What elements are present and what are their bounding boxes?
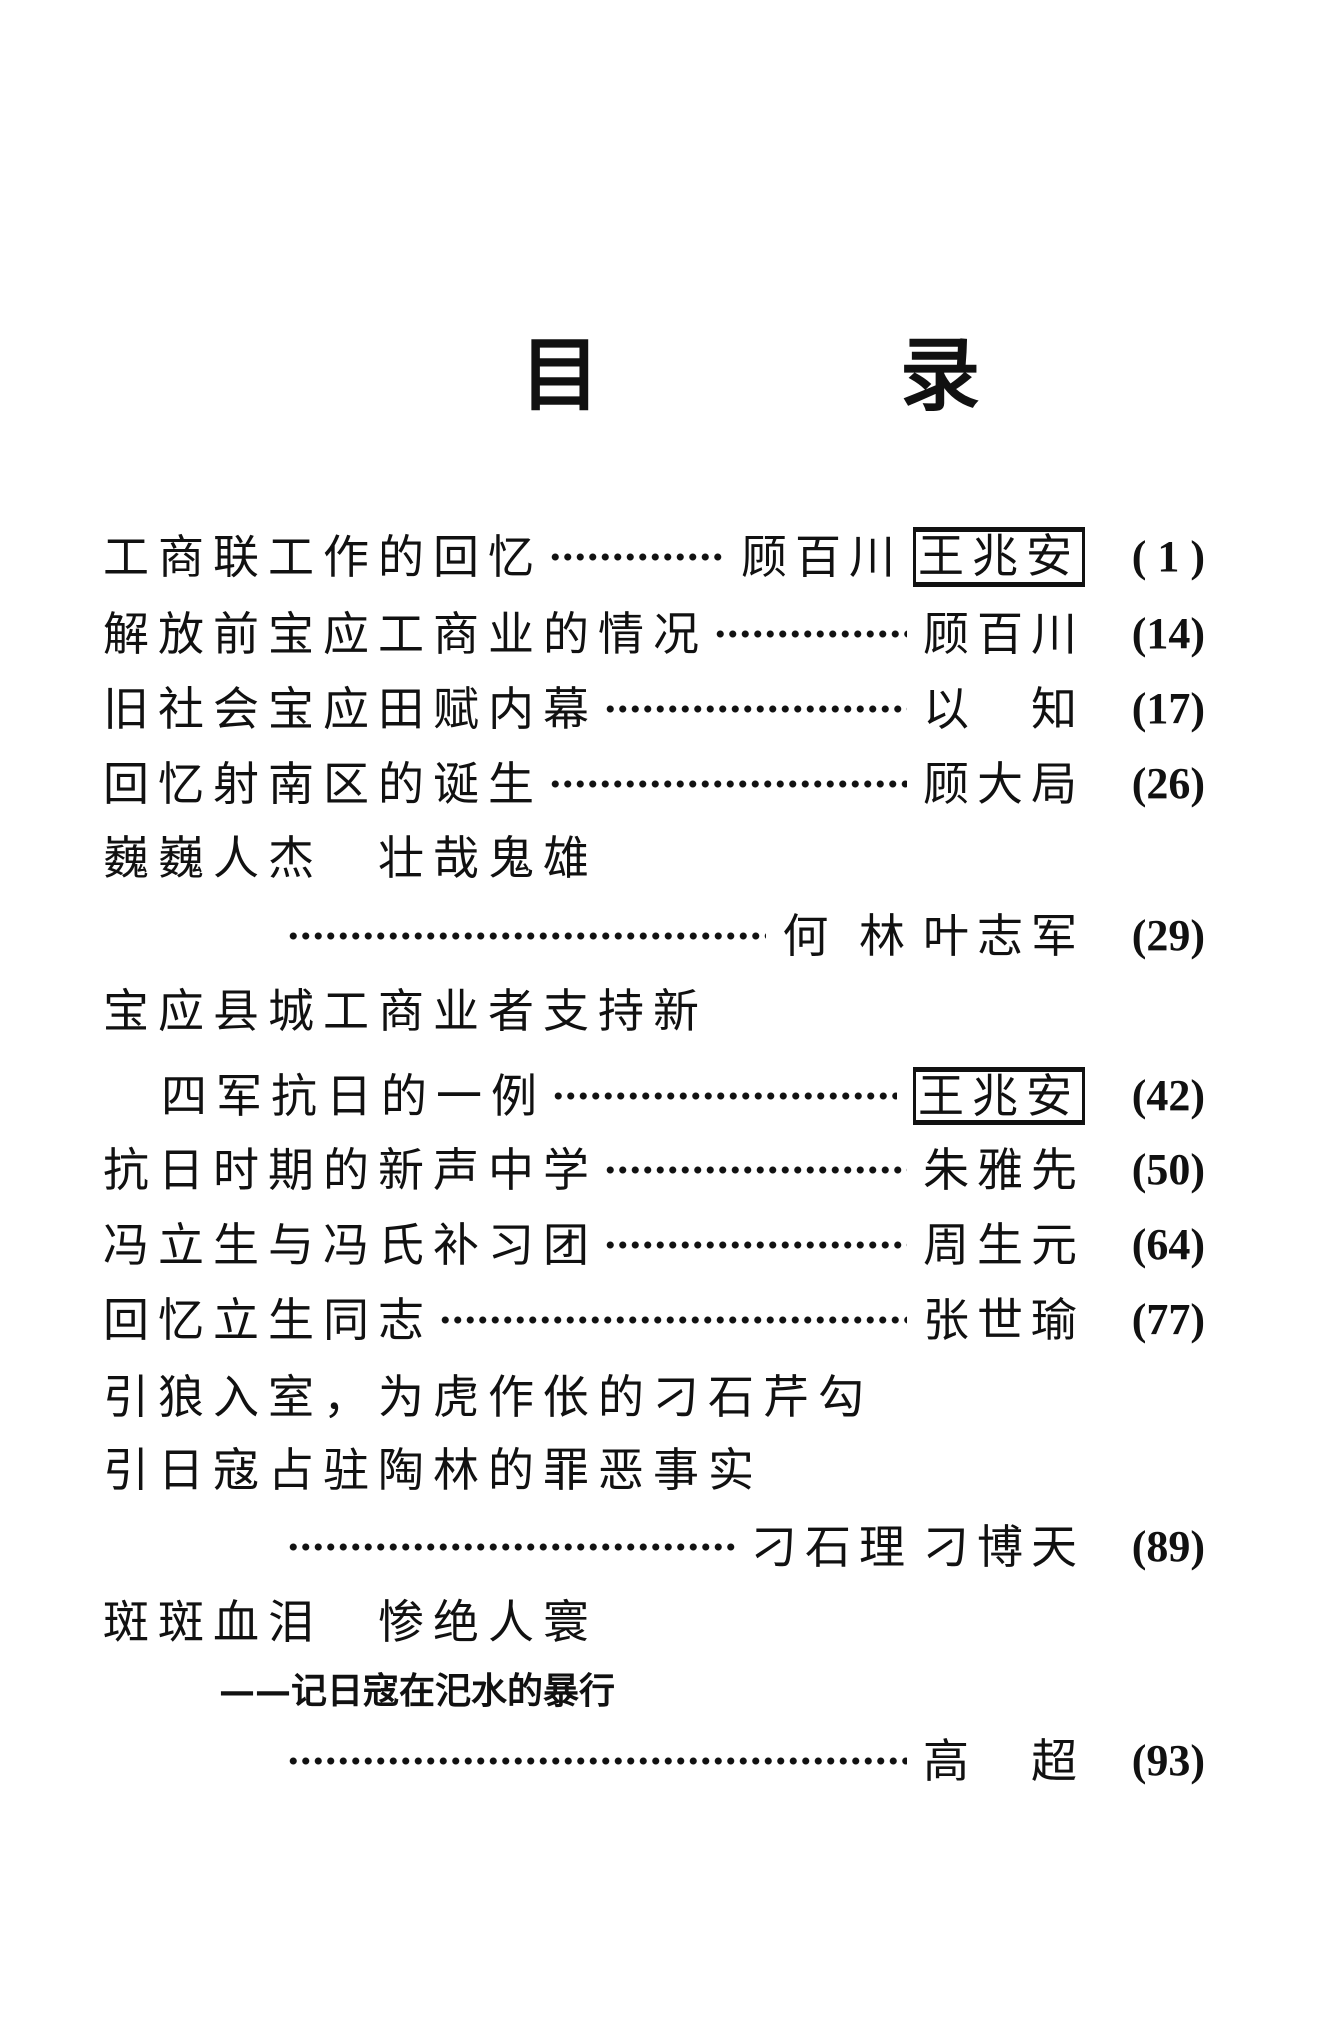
page-number: (17) bbox=[1131, 684, 1205, 733]
page-number: (26) bbox=[1131, 759, 1205, 808]
dot-leader bbox=[549, 551, 725, 563]
entry-title: 宝应县城工商业者支持新 bbox=[103, 984, 708, 1038]
entry-authors: 顾百川 bbox=[913, 604, 1085, 664]
entry-title: 引狼入室，为虎作伥的刁石芹勾 bbox=[103, 1370, 873, 1424]
toc-entry[interactable]: 回忆射南区的诞生 顾大局 (26) bbox=[103, 754, 1205, 814]
toc-entry[interactable]: 解放前宝应工商业的情况 顾百川 (14) bbox=[103, 604, 1205, 664]
entry-title: 冯立生与冯氏补习团 bbox=[103, 1218, 598, 1272]
toc-entry[interactable]: 引日寇占驻陶林的罪恶事实 bbox=[103, 1440, 1205, 1500]
toc-entry[interactable]: 四军抗日的一例 王兆安 (42) bbox=[161, 1066, 1205, 1126]
entry-title: 旧社会宝应田赋内幕 bbox=[103, 682, 598, 736]
dot-leader bbox=[287, 930, 767, 942]
author-name: 顾百川 bbox=[923, 607, 1085, 661]
entry-title: 四军抗日的一例 bbox=[161, 1069, 546, 1123]
author-name: 刁博天 bbox=[923, 1520, 1085, 1574]
entry-authors: 顾百川王兆安 bbox=[731, 527, 1085, 587]
entry-authors: 朱雅先 bbox=[913, 1140, 1085, 1200]
author-name: 何 林 bbox=[782, 909, 913, 963]
toc-entry[interactable]: 宝应县城工商业者支持新 bbox=[103, 981, 1205, 1041]
entry-authors: 以 知 bbox=[913, 679, 1085, 739]
entry-authors: 王兆安 bbox=[903, 1067, 1085, 1125]
entry-authors: 刁石理刁博天 bbox=[741, 1517, 1085, 1577]
entry-title: 解放前宝应工商业的情况 bbox=[103, 607, 708, 661]
author-name: 刁石理 bbox=[751, 1520, 913, 1574]
page-number: (93) bbox=[1131, 1736, 1205, 1785]
page-number: (50) bbox=[1131, 1145, 1205, 1194]
dot-leader bbox=[604, 1239, 907, 1251]
dot-leader bbox=[287, 1755, 907, 1767]
author-name-boxed: 王兆安 bbox=[913, 527, 1085, 587]
dot-leader bbox=[604, 703, 907, 715]
page-title: 目 录 bbox=[520, 328, 1090, 422]
author-name-boxed: 王兆安 bbox=[913, 1067, 1085, 1125]
toc-entry[interactable]: 抗日时期的新声中学 朱雅先 (50) bbox=[103, 1140, 1205, 1200]
toc-entry[interactable]: 回忆立生同志 张世瑜 (77) bbox=[103, 1290, 1205, 1350]
toc-entry[interactable]: 斑斑血泪 惨绝人寰 bbox=[103, 1592, 1205, 1652]
entry-title: 引日寇占驻陶林的罪恶事实 bbox=[103, 1443, 763, 1497]
page-number: (14) bbox=[1131, 609, 1205, 658]
dot-leader bbox=[604, 1164, 907, 1176]
page-number: (64) bbox=[1131, 1220, 1205, 1269]
entry-title: 工商联工作的回忆 bbox=[103, 530, 543, 584]
entry-title: 回忆立生同志 bbox=[103, 1293, 433, 1347]
entry-authors: 顾大局 bbox=[913, 754, 1085, 814]
entry-authors: 高 超 bbox=[913, 1731, 1085, 1791]
toc-entry[interactable]: 何 林叶志军 (29) bbox=[281, 906, 1205, 966]
page-number: ( 1 ) bbox=[1131, 532, 1205, 581]
author-name: 顾大局 bbox=[923, 757, 1085, 811]
author-name: 朱雅先 bbox=[923, 1143, 1085, 1197]
author-name: 高 超 bbox=[923, 1734, 1085, 1788]
toc-subtitle: ——记日寇在汜水的暴行 bbox=[219, 1670, 616, 1712]
entry-authors: 周生元 bbox=[913, 1215, 1085, 1275]
entry-title: 巍巍人杰 壮哉鬼雄 bbox=[103, 831, 598, 885]
toc-entry[interactable]: 刁石理刁博天 (89) bbox=[281, 1517, 1205, 1577]
author-name: 周生元 bbox=[923, 1218, 1085, 1272]
toc-entry[interactable]: 巍巍人杰 壮哉鬼雄 bbox=[103, 828, 1205, 888]
page-number: (77) bbox=[1131, 1295, 1205, 1344]
page-number: (29) bbox=[1131, 911, 1205, 960]
dot-leader bbox=[439, 1314, 907, 1326]
page-number: (89) bbox=[1131, 1522, 1205, 1571]
dot-leader bbox=[714, 628, 907, 640]
toc-entry[interactable]: 旧社会宝应田赋内幕 以 知 (17) bbox=[103, 679, 1205, 739]
entry-title: 回忆射南区的诞生 bbox=[103, 757, 543, 811]
author-name: 顾百川 bbox=[741, 530, 903, 584]
entry-authors: 张世瑜 bbox=[913, 1290, 1085, 1350]
toc-entry[interactable]: 工商联工作的回忆 顾百川王兆安 ( 1 ) bbox=[103, 527, 1205, 587]
dot-leader bbox=[287, 1541, 735, 1553]
page-number: (42) bbox=[1131, 1071, 1205, 1120]
dot-leader bbox=[552, 1090, 897, 1102]
author-name: 叶志军 bbox=[923, 909, 1085, 963]
toc-entry[interactable]: 冯立生与冯氏补习团 周生元 (64) bbox=[103, 1215, 1205, 1275]
toc-entry[interactable]: 引狼入室，为虎作伥的刁石芹勾 bbox=[103, 1367, 1205, 1427]
author-name: 以 知 bbox=[923, 682, 1085, 736]
entry-authors: 何 林叶志军 bbox=[772, 906, 1085, 966]
author-name: 张世瑜 bbox=[923, 1293, 1085, 1347]
entry-title: 抗日时期的新声中学 bbox=[103, 1143, 598, 1197]
entry-title: 斑斑血泪 惨绝人寰 bbox=[103, 1595, 598, 1649]
toc-entry[interactable]: 高 超 (93) bbox=[281, 1731, 1205, 1791]
dot-leader bbox=[549, 778, 907, 790]
